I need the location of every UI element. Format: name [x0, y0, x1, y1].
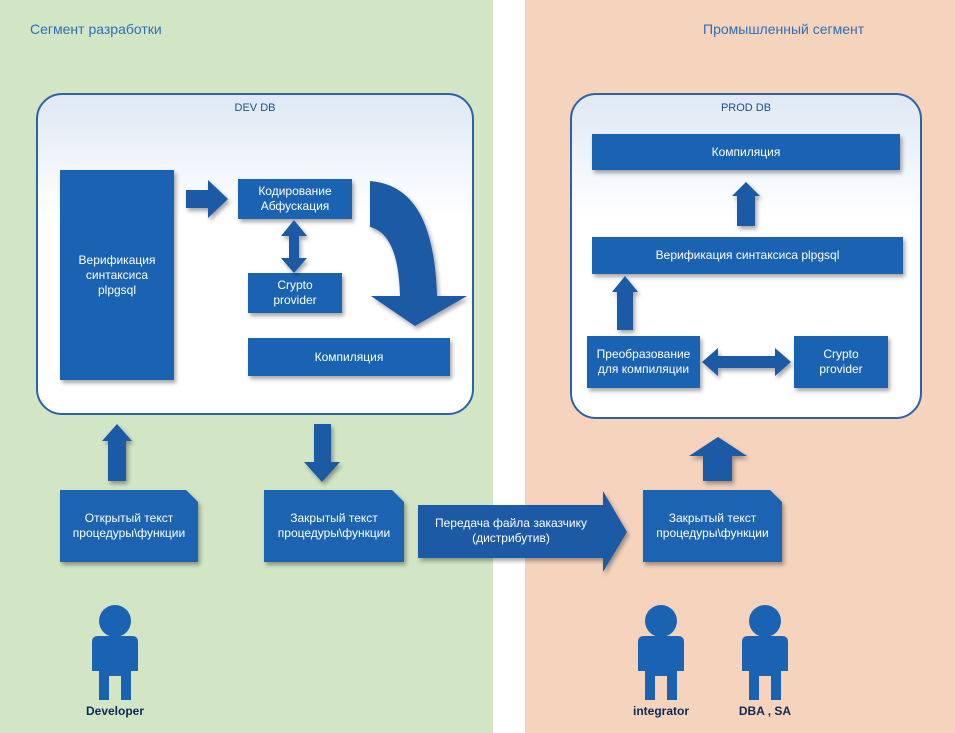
- integrator-icon: [638, 605, 684, 700]
- transfer-arrow: [418, 491, 627, 572]
- doc-closed-text-prod: Закрытый текст процедуры\функции: [656, 511, 769, 540]
- doc-open-text: Открытый текст процедуры\функции: [72, 511, 186, 540]
- developer-label: Developer: [85, 704, 145, 718]
- curved-arrow-to-compile: [370, 181, 467, 326]
- dev-compile-box: Компиляция: [248, 338, 450, 376]
- dev-verify-box: Верификация синтаксиса plpgsql: [60, 170, 174, 380]
- arrow-transform-crypto: [702, 348, 791, 376]
- doc-open-text-shape: [60, 490, 198, 562]
- developer-icon: [92, 605, 138, 700]
- arrow-up-open-text: [102, 424, 132, 481]
- dev-crypto-box: Crypto provider: [248, 273, 342, 313]
- arrow-up-verify-compile: [732, 182, 760, 226]
- prod-segment-title: Промышленный сегмент: [703, 21, 865, 37]
- doc-closed-text-dev-shape: [264, 490, 404, 562]
- prod-compile-box: Компиляция: [592, 134, 900, 170]
- dba-label: DBA , SA: [738, 704, 792, 718]
- doc-closed-text-dev: Закрытый текст процедуры\функции: [277, 511, 391, 540]
- transfer-label: Передача файла заказчику (дистрибутив): [435, 516, 587, 545]
- doc-closed-text-prod-shape: [643, 490, 782, 562]
- dev-encode-box: Кодирование Абфускация: [238, 179, 352, 219]
- dev-segment-title: Сегмент разработки: [30, 21, 162, 37]
- arrow-up-prod-panel: [689, 437, 747, 481]
- prod-crypto-box: Crypto provider: [794, 336, 888, 388]
- dev-db-title: DEV DB: [234, 102, 276, 114]
- arrow-encode-crypto: [281, 220, 307, 273]
- prod-transform-box: Преобразование для компиляции: [587, 336, 700, 388]
- prod-verify-box: Верификация синтаксиса plpgsql: [592, 237, 903, 274]
- integrator-label: integrator: [632, 704, 689, 718]
- arrow-down-closed-text: [304, 424, 340, 482]
- arrow-up-transform-verify: [612, 276, 638, 330]
- dba-icon: [742, 605, 788, 700]
- arrow-to-encode: [186, 180, 228, 218]
- prod-db-title: PROD DB: [720, 102, 772, 114]
